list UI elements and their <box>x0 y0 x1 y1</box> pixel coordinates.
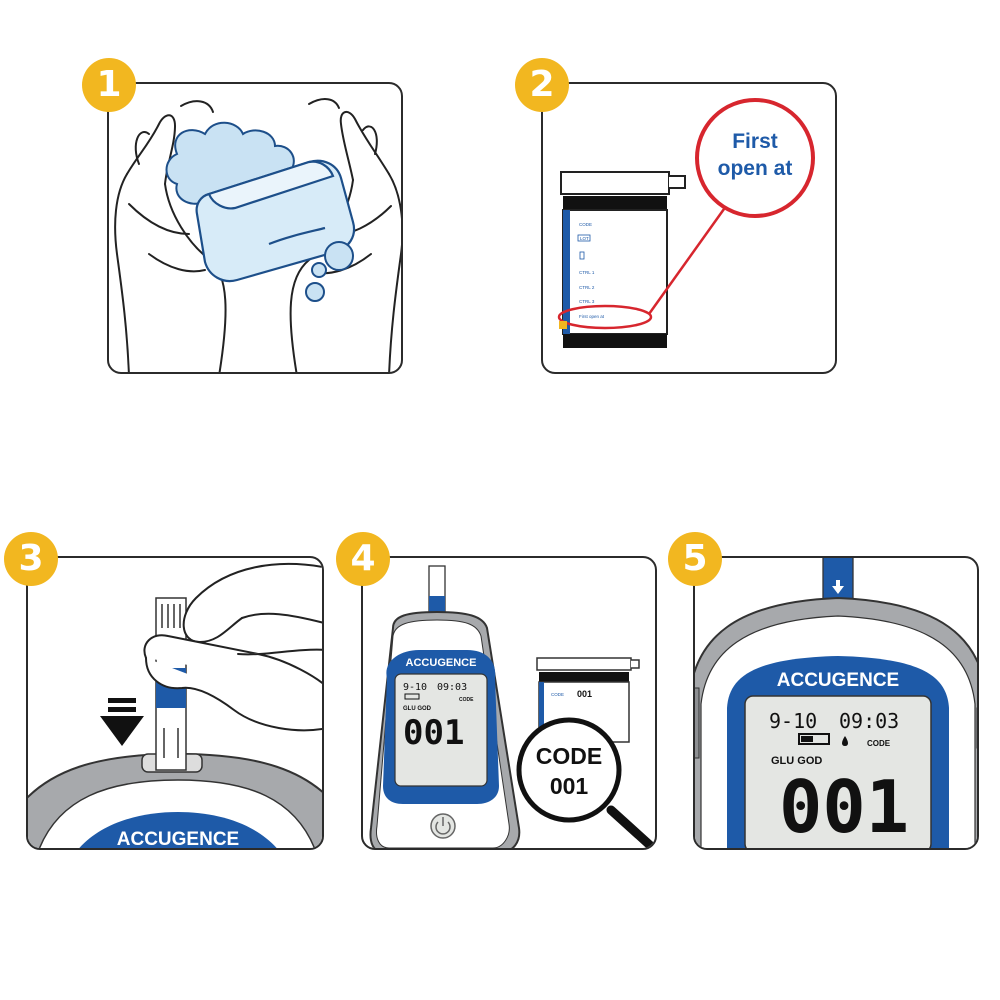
callout-line-1: First <box>732 130 778 153</box>
vial-label-lot: LOT <box>580 236 589 241</box>
screen-code-word: CODE <box>459 697 474 703</box>
screen-date: 9-10 <box>769 709 817 733</box>
washing-hands-illustration <box>114 98 401 372</box>
screen-reading: 001 <box>779 765 909 849</box>
screen-date: 9-10 <box>403 682 427 693</box>
step-1-badge: 1 <box>82 58 136 112</box>
step-3-badge: 3 <box>4 532 58 586</box>
vial-label-code: CODE <box>579 222 592 227</box>
vial-label-ctrl3: CTRL 3 <box>579 299 595 304</box>
screen-time: 09:03 <box>437 682 467 693</box>
vial-label-ctrl1: CTRL 1 <box>579 270 595 275</box>
screen-code-word: CODE <box>867 739 891 748</box>
screen-time: 09:03 <box>839 709 899 733</box>
code-check-illustration: ACCUGENCE 9-10 09:03 GLU GOD CODE 001 CO… <box>369 565 655 848</box>
step-1-panel <box>107 82 403 374</box>
meter-brand-logo: ACCUGENCE <box>406 657 477 669</box>
step-2-badge: 2 <box>515 58 569 112</box>
step-5-panel: ACCUGENCE 9-10 09:03 CODE GLU GOD 001 <box>693 556 979 850</box>
screen-mode: GLU GOD <box>771 755 822 767</box>
step-3-panel: ACCUGENCE <box>26 556 324 850</box>
vial-label-first-open: First open at <box>579 314 605 319</box>
meter-brand-logo: ACCUGENCE <box>117 829 239 850</box>
screen-mode: GLU GOD <box>403 706 432 712</box>
step-2-panel: CODE LOT CTRL 1 CTRL 2 CTRL 3 First open… <box>541 82 837 374</box>
magnifier-handle <box>606 805 655 848</box>
step-4-badge: 4 <box>336 532 390 586</box>
meter-screen-closeup: ACCUGENCE 9-10 09:03 CODE GLU GOD 001 <box>695 558 977 849</box>
blood-drop-icon <box>842 736 848 746</box>
vial-label-ctrl2: CTRL 2 <box>579 285 595 290</box>
vial-code-label: CODE <box>551 692 564 697</box>
down-arrow-icon <box>100 698 144 746</box>
callout-line-2: open at <box>718 157 793 180</box>
magnifier-glass-icon <box>516 717 622 823</box>
magnifier-line-2: 001 <box>550 773 589 799</box>
meter-brand-logo: ACCUGENCE <box>777 670 899 691</box>
magnifier-line-1: CODE <box>536 743 602 769</box>
test-strip-vial-illustration: CODE LOT CTRL 1 CTRL 2 CTRL 3 First open… <box>557 98 815 348</box>
step-4-panel: ACCUGENCE 9-10 09:03 GLU GOD CODE 001 CO… <box>361 556 657 850</box>
step-5-badge: 5 <box>668 532 722 586</box>
vial-code-value: 001 <box>577 689 592 699</box>
screen-reading: 001 <box>403 713 464 753</box>
insert-strip-illustration: ACCUGENCE <box>28 563 322 850</box>
